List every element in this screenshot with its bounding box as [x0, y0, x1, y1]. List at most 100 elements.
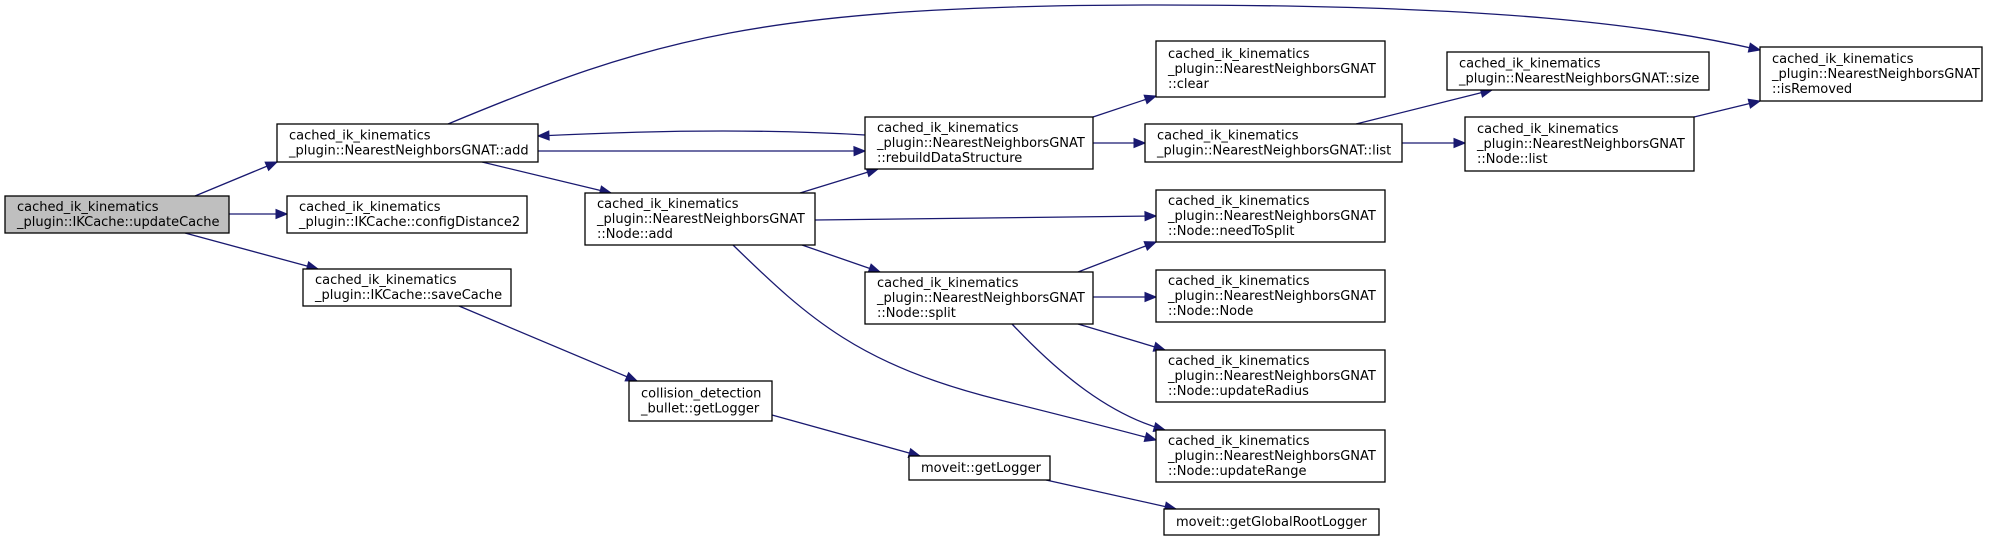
edge-line — [801, 244, 881, 273]
node-label-line: moveit::getGlobalRootLogger — [1176, 515, 1368, 530]
node-label-line: _plugin::NearestNeighborsGNAT::add — [288, 144, 529, 159]
node-layer: cached_ik_kinematics_plugin::IKCache::up… — [4, 40, 1983, 536]
edge-updateCache-to-saveCache — [184, 232, 320, 272]
node-box — [584, 192, 816, 246]
node-nodeNode[interactable]: cached_ik_kinematics_plugin::NearestNeig… — [1155, 269, 1386, 323]
node-nodeAdd[interactable]: cached_ik_kinematics_plugin::NearestNeig… — [584, 192, 816, 246]
node-label-line: ::rebuildDataStructure — [877, 151, 1022, 166]
edge-line — [1355, 89, 1493, 125]
node-label-line: cached_ik_kinematics — [1459, 57, 1601, 72]
node-label-line: cached_ik_kinematics — [877, 121, 1019, 136]
node-label-line: _plugin::NearestNeighborsGNAT — [1167, 62, 1376, 77]
node-box — [276, 123, 539, 163]
node-box — [286, 195, 528, 234]
edge-collLogger-to-moveitLogger — [771, 414, 922, 458]
edge-split-to-needToSplit — [1077, 241, 1158, 273]
arrowhead — [1747, 98, 1762, 109]
arrowhead — [1747, 42, 1762, 53]
node-split[interactable]: cached_ik_kinematics_plugin::NearestNeig… — [864, 271, 1094, 325]
edge-rebuild-to-gnatAdd — [536, 130, 866, 141]
node-gnatAdd[interactable]: cached_ik_kinematics_plugin::NearestNeig… — [276, 123, 539, 163]
node-label-line: _bullet::getLogger — [640, 402, 760, 417]
node-box — [1155, 40, 1386, 98]
node-label-line: cached_ik_kinematics — [1168, 434, 1310, 449]
node-label-line: ::Node::split — [877, 306, 956, 321]
edge-line — [1045, 479, 1177, 510]
node-label-line: cached_ik_kinematics — [1772, 52, 1914, 67]
edge-line — [194, 161, 278, 197]
node-label-line: ::Node::Node — [1168, 304, 1253, 319]
arrowhead — [1144, 291, 1158, 303]
node-box — [1155, 189, 1386, 243]
node-box — [1446, 51, 1710, 91]
node-size[interactable]: cached_ik_kinematics_plugin::NearestNeig… — [1446, 51, 1710, 91]
node-clear[interactable]: cached_ik_kinematics_plugin::NearestNeig… — [1155, 40, 1386, 98]
arrowhead — [264, 161, 279, 172]
node-nodeList[interactable]: cached_ik_kinematics_plugin::NearestNeig… — [1464, 116, 1695, 172]
edge-nodeAdd-to-rebuild — [799, 167, 880, 194]
node-label-line: collision_detection — [641, 387, 761, 402]
edge-updateCache-to-configDistance2 — [229, 208, 289, 220]
edge-line — [537, 150, 866, 153]
edge-split-to-nodeNode — [1093, 291, 1158, 303]
arrowhead — [536, 130, 550, 141]
edge-gnatAdd-to-rebuild — [537, 145, 867, 157]
node-label-line: cached_ik_kinematics — [1477, 122, 1619, 137]
node-isRemoved[interactable]: cached_ik_kinematics_plugin::NearestNeig… — [1759, 46, 1983, 102]
edge-line — [799, 168, 879, 194]
edge-gnatAdd-to-isRemoved — [447, 4, 1762, 125]
node-box — [864, 116, 1094, 170]
edge-split-to-updateRadius — [1077, 323, 1167, 352]
node-label-line: cached_ik_kinematics — [1168, 274, 1310, 289]
node-label-line: cached_ik_kinematics — [315, 273, 457, 288]
edge-gnatAdd-to-nodeAdd — [481, 161, 613, 196]
node-label-line: cached_ik_kinematics — [597, 197, 739, 212]
node-moveitLogger[interactable]: moveit::getLogger — [908, 455, 1051, 481]
node-box — [1155, 429, 1386, 483]
node-updateRange[interactable]: cached_ik_kinematics_plugin::NearestNeig… — [1155, 429, 1386, 483]
node-label-line: cached_ik_kinematics — [877, 276, 1019, 291]
arrowhead — [1143, 94, 1158, 105]
node-box — [1155, 269, 1386, 323]
node-label-line: ::Node::updateRange — [1168, 464, 1306, 479]
node-label-line: _plugin::NearestNeighborsGNAT — [1771, 67, 1980, 82]
node-label-line: cached_ik_kinematics — [289, 129, 431, 144]
node-collLogger[interactable]: collision_detection_bullet::getLogger — [628, 380, 773, 422]
node-saveCache[interactable]: cached_ik_kinematics_plugin::IKCache::sa… — [302, 268, 512, 307]
node-updateCache[interactable]: cached_ik_kinematics_plugin::IKCache::up… — [4, 195, 230, 234]
node-box — [1759, 46, 1983, 102]
node-updateRadius[interactable]: cached_ik_kinematics_plugin::NearestNeig… — [1155, 349, 1386, 403]
edge-split-to-updateRange — [1011, 323, 1167, 432]
node-list[interactable]: cached_ik_kinematics_plugin::NearestNeig… — [1144, 123, 1403, 163]
arrowhead — [1143, 431, 1158, 442]
node-label-line: cached_ik_kinematics — [1168, 194, 1310, 209]
arrowhead — [1143, 241, 1158, 251]
node-label-line: _plugin::NearestNeighborsGNAT — [596, 212, 805, 227]
node-label-line: ::clear — [1168, 77, 1209, 92]
node-box — [1144, 123, 1403, 163]
node-label-line: moveit::getLogger — [921, 461, 1042, 476]
edge-rebuild-to-list — [1093, 137, 1147, 149]
node-rebuild[interactable]: cached_ik_kinematics_plugin::NearestNeig… — [864, 116, 1094, 170]
edge-line — [1077, 323, 1166, 351]
node-label-line: _plugin::IKCache::configDistance2 — [298, 215, 520, 230]
node-label-line: cached_ik_kinematics — [1168, 354, 1310, 369]
edge-line — [771, 414, 921, 457]
arrowhead — [1453, 137, 1467, 149]
node-rootLogger[interactable]: moveit::getGlobalRootLogger — [1163, 508, 1380, 536]
edge-line — [814, 215, 1157, 221]
node-label-line: _plugin::NearestNeighborsGNAT — [876, 136, 1085, 151]
node-needToSplit[interactable]: cached_ik_kinematics_plugin::NearestNeig… — [1155, 189, 1386, 243]
node-box — [1464, 116, 1695, 172]
edge-saveCache-to-collLogger — [458, 305, 639, 382]
node-label-line: cached_ik_kinematics — [299, 200, 441, 215]
node-box — [4, 195, 230, 234]
node-configDistance2[interactable]: cached_ik_kinematics_plugin::IKCache::co… — [286, 195, 528, 234]
arrowhead — [1144, 210, 1158, 222]
arrowhead — [275, 208, 289, 220]
edge-nodeAdd-to-updateRange — [732, 244, 1158, 442]
node-label-line: _plugin::IKCache::saveCache — [314, 288, 502, 303]
node-label-line: cached_ik_kinematics — [1168, 47, 1310, 62]
node-box — [908, 455, 1051, 481]
node-label-line: ::Node::add — [597, 227, 673, 242]
